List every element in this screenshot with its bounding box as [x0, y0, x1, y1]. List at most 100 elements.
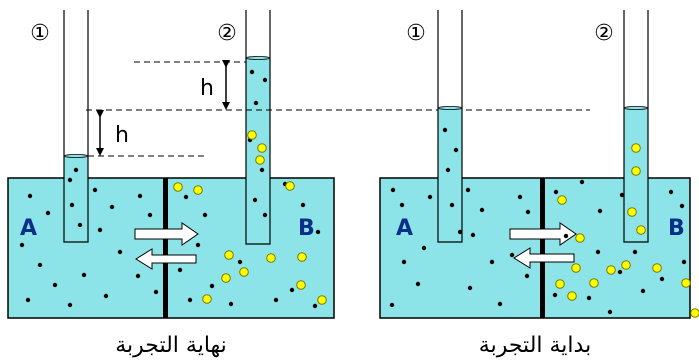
solute-particle — [247, 130, 257, 140]
solvent-particle — [237, 259, 243, 265]
solute-particle — [221, 273, 231, 283]
solvent-particle — [249, 69, 255, 75]
solvent-particle — [69, 202, 75, 208]
solute-particle — [589, 278, 599, 288]
tube2-end-water — [246, 58, 270, 244]
solvent-particle — [195, 242, 201, 248]
solvent-particle — [315, 229, 321, 235]
tube1-start-meniscus — [437, 106, 463, 110]
solvent-particle — [607, 309, 613, 315]
solvent-particle — [262, 77, 268, 83]
tube2-end-label: ② — [217, 21, 237, 46]
label-b-start: B — [668, 216, 685, 241]
tube2-start-meniscus — [623, 106, 649, 110]
solvent-particle — [202, 212, 208, 218]
solute-particle — [317, 295, 327, 305]
flow-arrow-right-start — [509, 222, 577, 246]
solute-particle — [631, 143, 641, 153]
solvent-particle — [183, 194, 189, 200]
solvent-particle — [586, 295, 592, 301]
solute-particle — [255, 155, 265, 165]
solvent-particle — [668, 189, 674, 195]
solvent-particle — [19, 242, 25, 248]
solute-particle — [627, 207, 637, 217]
solvent-particle — [228, 301, 234, 307]
solute-particle — [193, 185, 203, 195]
solute-particle — [173, 182, 183, 192]
membrane-start — [540, 178, 545, 318]
solvent-particle — [262, 212, 268, 218]
solvent-particle — [579, 179, 585, 185]
solvent-particle — [25, 297, 31, 303]
solute-particle — [571, 263, 581, 273]
solvent-particle — [457, 229, 463, 235]
membrane-end — [163, 178, 168, 318]
solute-particle — [621, 260, 631, 270]
solvent-particle — [640, 288, 646, 294]
solvent-particle — [467, 285, 473, 291]
solute-particle — [285, 181, 295, 191]
solvent-particle — [37, 262, 43, 268]
solvent-particle — [67, 302, 73, 308]
solvent-particle — [399, 202, 405, 208]
solute-particle — [257, 143, 267, 153]
solvent-particle — [52, 282, 58, 288]
tube2-end-glass — [245, 10, 271, 245]
solvent-particle — [415, 281, 421, 287]
solute-particle — [636, 225, 646, 235]
h-label-lower: h — [115, 123, 129, 148]
caption-start: بداية التجربة — [479, 333, 591, 358]
solvent-particle — [525, 209, 531, 215]
solute-particle — [631, 166, 641, 176]
solvent-particle — [147, 212, 153, 218]
solvent-particle — [253, 100, 259, 106]
solvent-particle — [289, 287, 295, 293]
solvent-particle — [390, 187, 396, 193]
solute-particle — [681, 278, 691, 288]
solute-particle — [690, 308, 699, 318]
solvent-particle — [489, 259, 495, 265]
solvent-particle — [553, 189, 559, 195]
panel-start: ① ② A B بداية التجربة — [379, 10, 699, 358]
label-a-end: A — [20, 216, 37, 241]
solvent-particle — [679, 203, 685, 209]
solvent-particle — [597, 208, 603, 214]
solvent-particle — [300, 202, 306, 208]
solvent-particle — [27, 193, 33, 199]
solute-particle — [652, 263, 662, 273]
solvent-particle — [517, 194, 523, 200]
solvent-particle — [312, 303, 318, 309]
solvent-particle — [81, 272, 87, 278]
solvent-particle — [117, 249, 123, 255]
tube2-end-meniscus — [245, 56, 271, 60]
tube1-start-glass — [437, 10, 463, 243]
solute-particle — [239, 267, 249, 277]
solvent-particle — [401, 259, 407, 265]
panel-end: ① ② A B h h نهاية التجربة — [7, 10, 590, 358]
solvent-particle — [442, 127, 448, 133]
solute-particle — [575, 233, 585, 243]
caption-end: نهاية التجربة — [115, 333, 227, 358]
solute-particle — [567, 291, 577, 301]
solvent-particle — [103, 293, 109, 299]
solvent-particle — [273, 297, 279, 303]
solvent-particle — [524, 273, 530, 279]
solvent-particle — [563, 233, 569, 239]
solvent-particle — [73, 167, 79, 173]
solvent-particle — [45, 210, 51, 216]
flow-arrow-left-end — [135, 248, 197, 270]
solute-particle — [555, 279, 565, 289]
tube2-start-label: ② — [594, 21, 614, 46]
solvent-particle — [252, 197, 258, 203]
flow-arrow-left-start — [513, 247, 575, 269]
tube1-end-label: ① — [30, 21, 50, 46]
solvent-particle — [427, 194, 433, 200]
solvent-particle — [617, 269, 623, 275]
solvent-particle — [137, 193, 143, 199]
solvent-particle — [153, 289, 159, 295]
solvent-particle — [92, 187, 98, 193]
particles-end — [19, 69, 327, 309]
solvent-particle — [187, 297, 193, 303]
solvent-particle — [465, 187, 471, 193]
